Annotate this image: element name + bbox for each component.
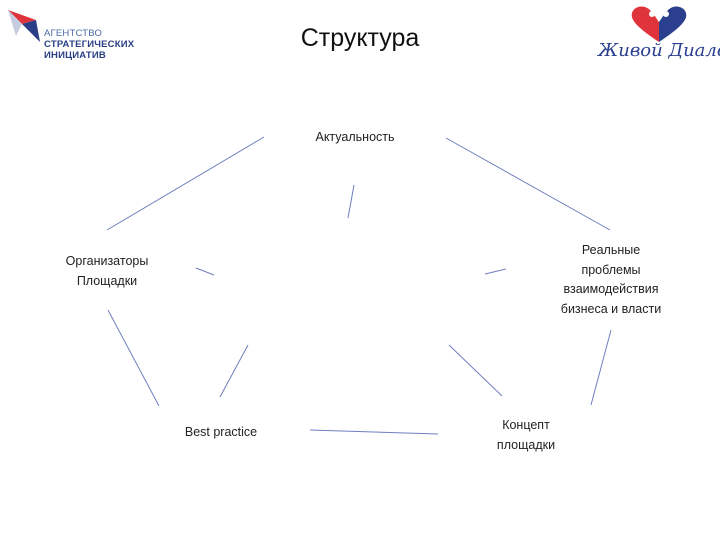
- node-line: проблемы: [581, 262, 641, 277]
- connector-line: [107, 309, 160, 407]
- node-line: площадки: [496, 437, 556, 452]
- node-line: Организаторы: [65, 254, 149, 268]
- node-bottom-right: Концепт площадки: [470, 416, 582, 455]
- heart-icon: [631, 6, 687, 43]
- connector-line: [484, 268, 507, 275]
- node-line: Концепт: [502, 418, 550, 432]
- slide-title: Структура: [300, 24, 420, 52]
- asi-logo-line3: ИНИЦИАТИВ: [44, 50, 106, 61]
- zhivoy-dialog-text: Живой Диалог: [598, 40, 720, 61]
- node-bottom-left: Best practice: [160, 423, 282, 443]
- node-right: Реальные проблемы взаимодействия бизнеса…: [536, 241, 686, 319]
- node-line: Best practice: [184, 425, 258, 439]
- connector-line: [219, 344, 249, 398]
- node-left: Организаторы Площадки: [46, 252, 168, 291]
- connector-line: [309, 429, 439, 435]
- connector-line: [448, 344, 503, 397]
- node-line: взаимодействия: [563, 282, 659, 296]
- connector-line: [347, 184, 355, 219]
- asi-logo-line1: АГЕНТСТВО: [44, 28, 103, 39]
- connector-line: [106, 136, 265, 231]
- asi-logo-text: АГЕНТСТВО СТРАТЕГИЧЕСКИХ ИНИЦИАТИВ: [44, 28, 134, 61]
- node-line: бизнеса и власти: [560, 301, 662, 316]
- zhivoy-dialog-logo: Живой Диалог: [594, 4, 720, 70]
- connector-line: [195, 267, 215, 276]
- asi-logo: АГЕНТСТВО СТРАТЕГИЧЕСКИХ ИНИЦИАТИВ: [6, 6, 156, 66]
- node-top: Актуальность: [290, 128, 420, 148]
- node-line: Реальные: [581, 243, 641, 257]
- asi-logo-line2: СТРАТЕГИЧЕСКИХ: [44, 39, 135, 50]
- asi-mark-icon: [8, 10, 40, 42]
- connector-line: [590, 329, 612, 406]
- connector-line: [445, 137, 611, 231]
- node-line: Площадки: [76, 273, 138, 288]
- node-line: Актуальность: [315, 130, 395, 144]
